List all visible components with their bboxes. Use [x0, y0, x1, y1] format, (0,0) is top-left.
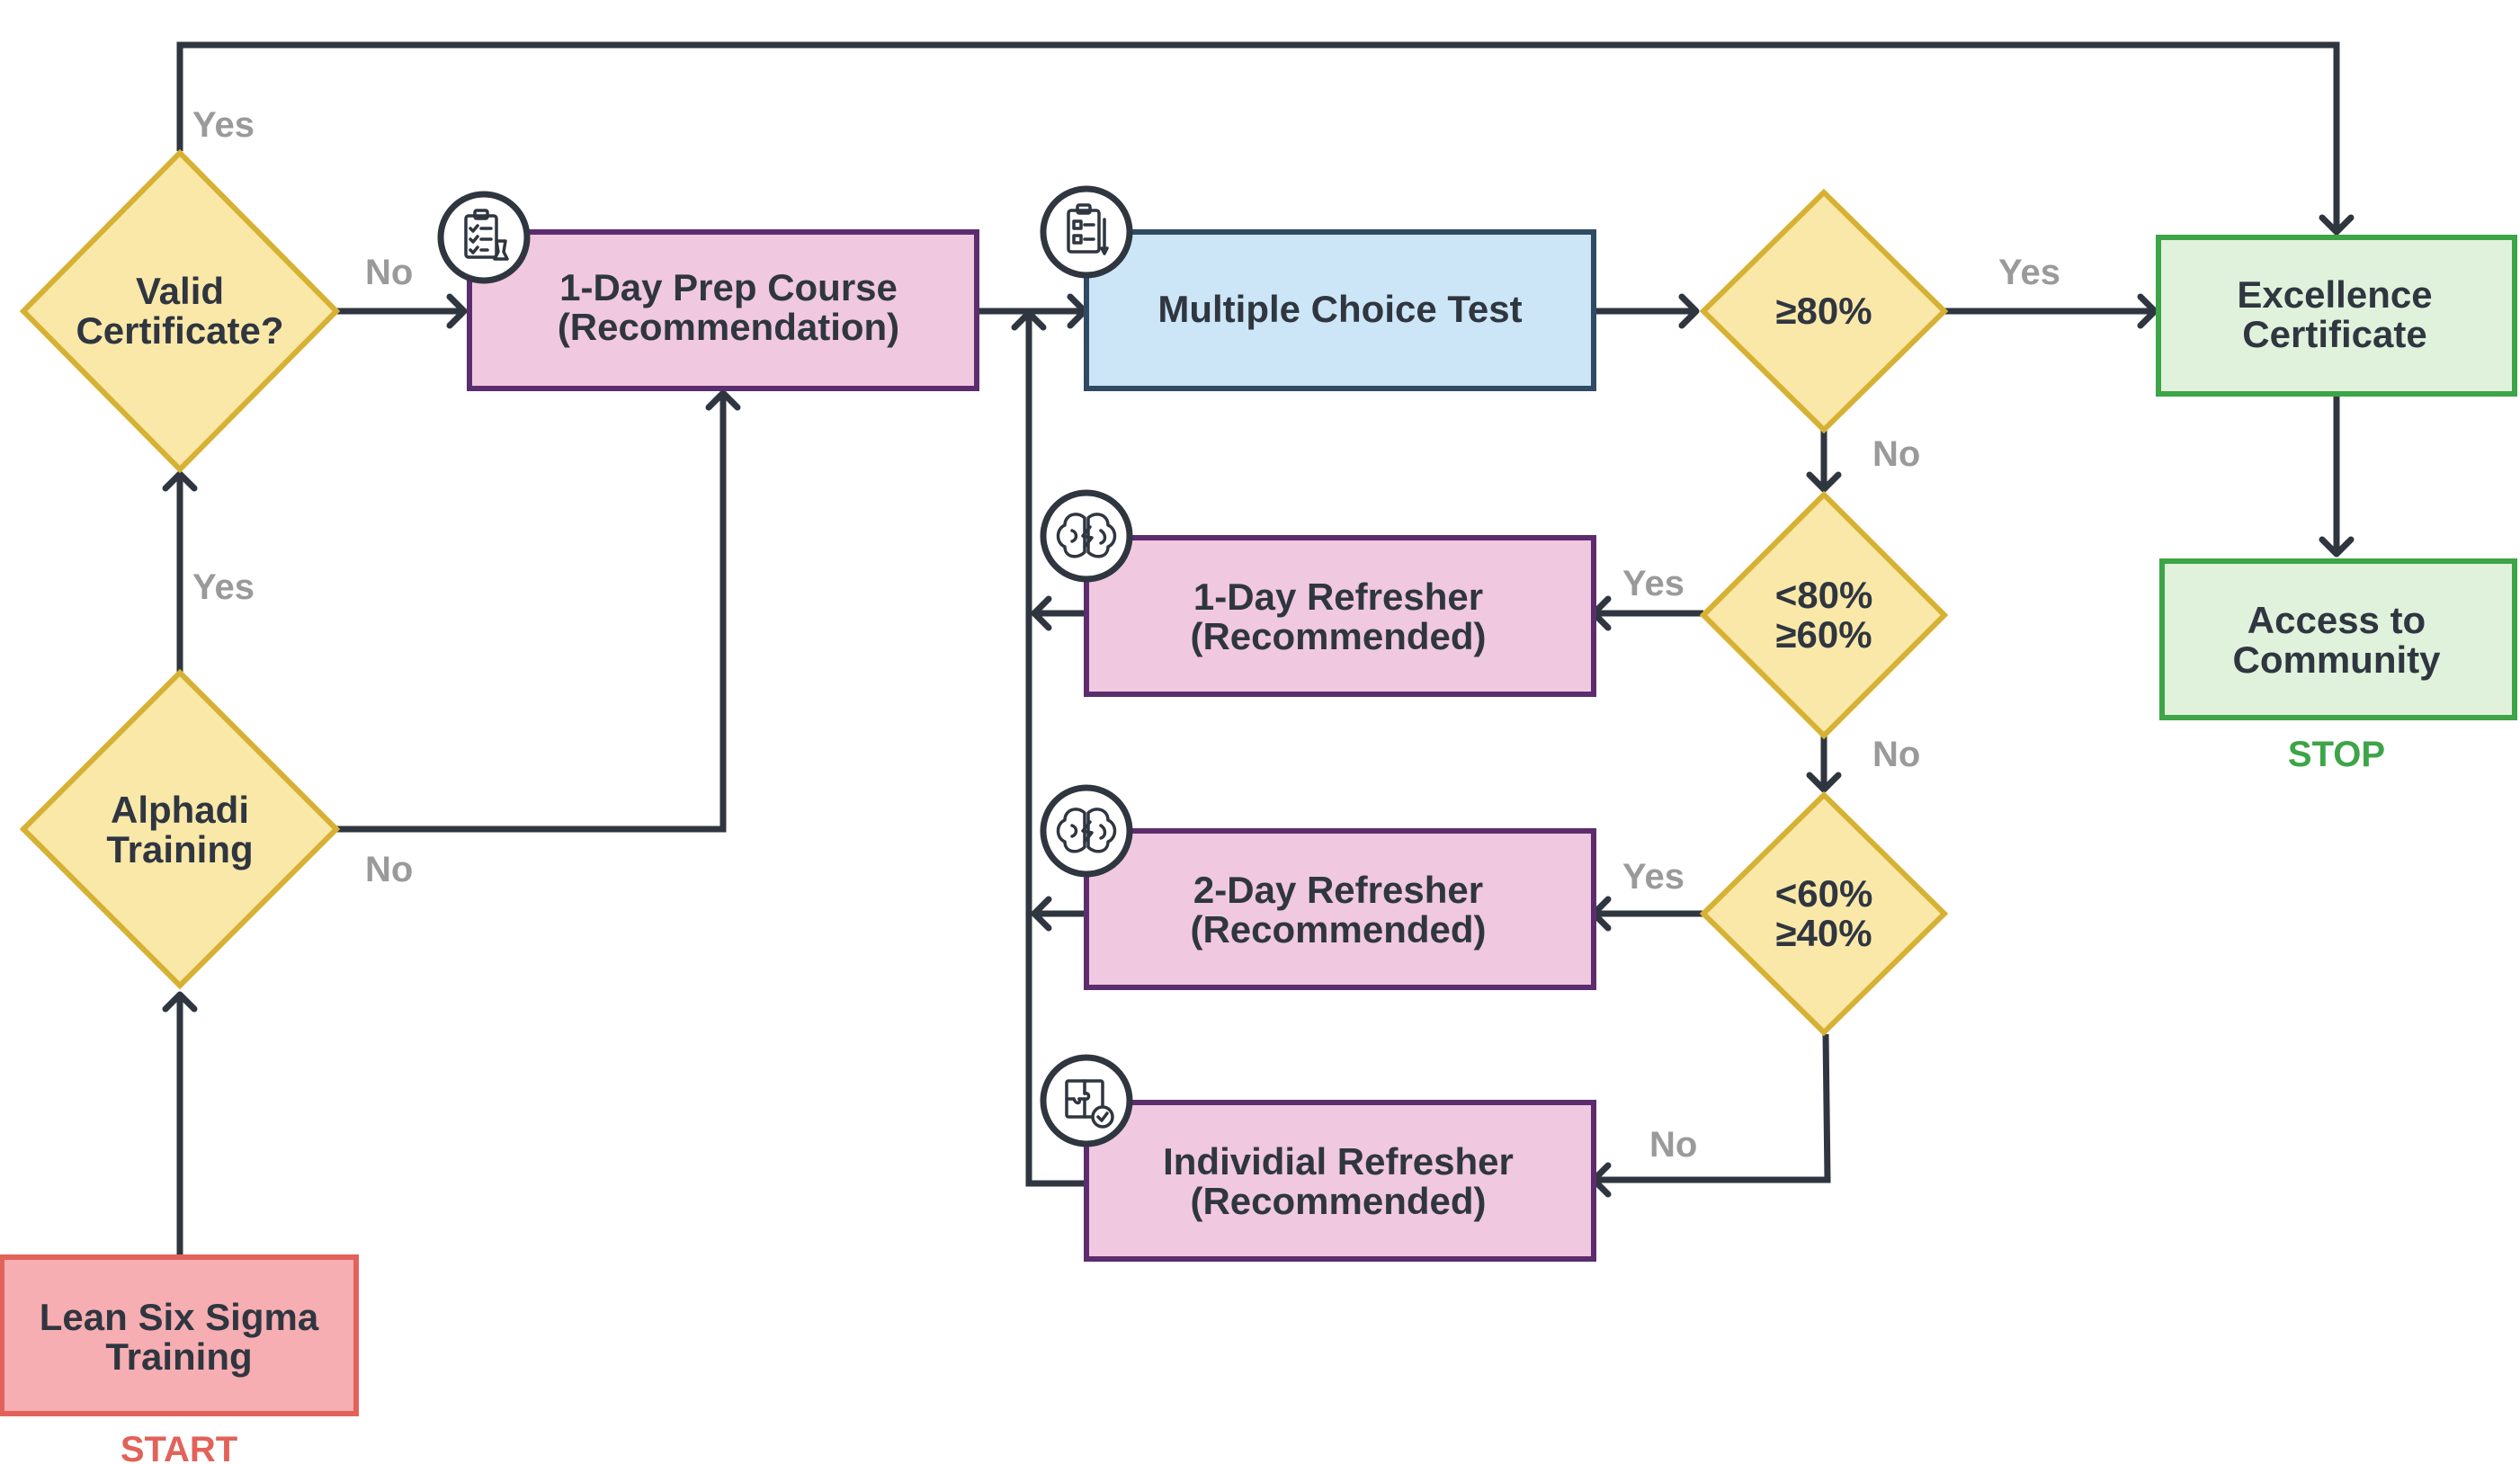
arrowhead-community [2319, 536, 2355, 558]
connectors [162, 41, 2355, 1257]
arrowhead-prep-bottom [705, 389, 741, 411]
node-access-to-community[interactable]: Access to Community [2159, 558, 2517, 720]
edge-label-alphadi-no: No [365, 850, 413, 889]
arrowhead-valid [162, 470, 198, 492]
decision-80-label: ≥80% [1775, 290, 1872, 332]
edge-label-d60-no: No [1872, 735, 1920, 774]
node-multiple-choice-test[interactable]: Multiple Choice Test [1084, 229, 1596, 391]
decision-60-line1: <80% [1775, 574, 1873, 616]
decision-valid-line2: Certificate? [76, 309, 283, 352]
arrowhead-ref2-return [1031, 896, 1052, 932]
clipboard-checklist-icon [437, 191, 531, 284]
decision-alphadi-line2: Training [106, 828, 253, 870]
node-ref1-line1: 1-Day Refresher [1193, 576, 1483, 618]
edge-label-d40-yes: Yes [1622, 857, 1684, 897]
edge-label-alphadi-yes: Yes [192, 567, 255, 607]
node-lean-six-sigma-training[interactable]: Lean Six Sigma Training [0, 1254, 359, 1416]
arrowhead-prep-left [446, 293, 468, 329]
decision-40-line2: ≥40% [1775, 912, 1872, 954]
arrowhead-return [1011, 309, 1047, 331]
node-community-line1: Access to [2247, 599, 2426, 641]
arrowhead-d60 [1806, 471, 1842, 493]
node-excellence-line2: Certificate [2242, 313, 2426, 355]
edge-label-d40-no: No [1649, 1125, 1697, 1165]
edge-label-valid-yes: Yes [192, 105, 255, 145]
brain-icon [1040, 784, 1133, 878]
node-ref2-line1: 2-Day Refresher [1193, 869, 1483, 911]
clipboard-test-icon [1040, 185, 1133, 279]
decision-alphadi-line1: Alphadi [111, 789, 249, 831]
edge-label-d60-yes: Yes [1622, 564, 1684, 603]
decision-valid-line1: Valid [136, 270, 224, 312]
node-1-day-refresher[interactable]: 1-Day Refresher (Recommended) [1084, 535, 1596, 697]
edge-alphadi-to-prep [336, 393, 727, 833]
node-individial-refresher[interactable]: Individial Refresher (Recommended) [1084, 1100, 1596, 1262]
arrowhead-excellence-left [2137, 293, 2158, 329]
decision-alphadi-training[interactable]: Alphadi Training [19, 668, 341, 990]
decision-40-line1: <60% [1775, 872, 1873, 915]
edge-valid-to-excellence [176, 41, 2340, 232]
node-ref2-line2: (Recommended) [1190, 908, 1486, 951]
node-refi-line2: (Recommended) [1190, 1180, 1486, 1222]
node-test-label: Multiple Choice Test [1157, 288, 1522, 330]
node-prep-line1: 1-Day Prep Course [559, 266, 898, 308]
node-refi-line1: Individial Refresher [1163, 1140, 1514, 1183]
edge-d40-to-refi [1594, 1033, 1831, 1183]
start-label: START [121, 1430, 237, 1464]
arrowhead-d40 [1806, 772, 1842, 793]
node-excellence-line1: Excellence [2237, 273, 2432, 316]
arrowhead-ref1-return [1031, 595, 1052, 631]
node-start-line2: Training [105, 1335, 252, 1378]
arrowhead-excellence-top [2319, 214, 2355, 236]
edge-refresher-return [1025, 311, 1085, 1187]
node-prep-course[interactable]: 1-Day Prep Course (Recommendation) [467, 229, 979, 391]
decision-80-60-percent[interactable]: <80% ≥60% [1699, 490, 1949, 740]
edge-label-d80-no: No [1872, 434, 1920, 474]
decision-80-percent[interactable]: ≥80% [1699, 188, 1949, 434]
node-ref1-line2: (Recommended) [1190, 615, 1486, 657]
node-start-line1: Lean Six Sigma [40, 1296, 319, 1338]
node-2-day-refresher[interactable]: 2-Day Refresher (Recommended) [1084, 828, 1596, 990]
edge-label-d80-yes: Yes [1998, 253, 2060, 292]
decision-valid-certificate[interactable]: Valid Certificate? [19, 148, 341, 474]
arrowhead-d80 [1678, 293, 1700, 329]
decision-60-40-percent[interactable]: <60% ≥40% [1699, 790, 1949, 1037]
node-community-line2: Community [2233, 638, 2442, 681]
brain-icon [1040, 489, 1133, 583]
arrowhead-alphadi [162, 991, 198, 1013]
stop-label: STOP [2288, 735, 2385, 774]
decision-60-line2: ≥60% [1775, 613, 1872, 656]
edge-label-valid-no: No [365, 253, 413, 292]
puzzle-icon [1040, 1054, 1133, 1147]
node-excellence-certificate[interactable]: Excellence Certificate [2156, 235, 2517, 397]
node-prep-line2: (Recommendation) [558, 306, 899, 348]
